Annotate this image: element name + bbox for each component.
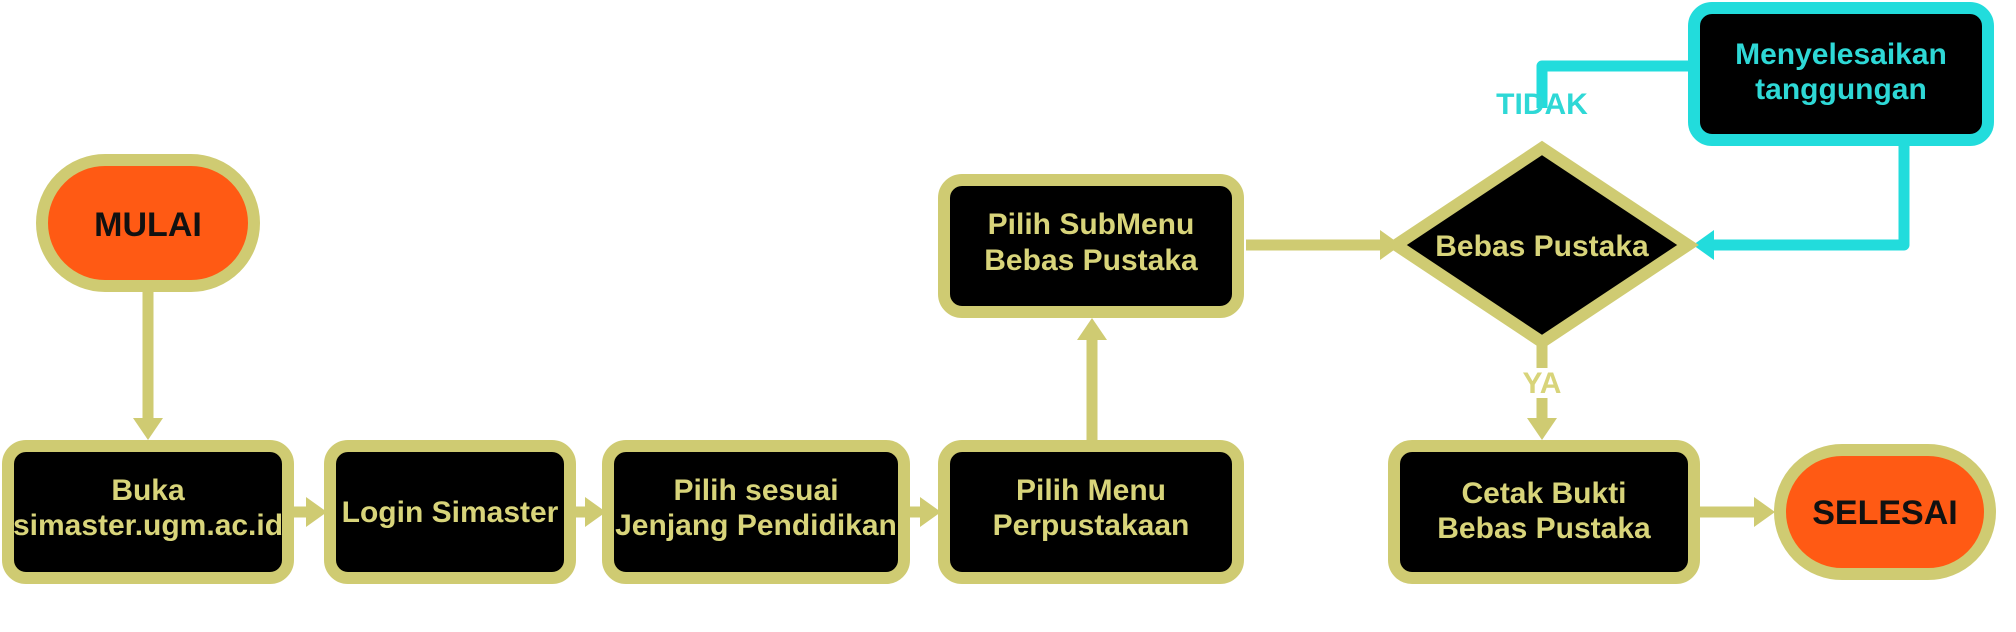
arrowhead-login-to-level [585, 497, 606, 527]
choose-level-line2: Jenjang Pendidikan [615, 509, 897, 542]
arrowhead-open-to-login [306, 497, 327, 527]
decision-label: Bebas Pustaka [1435, 230, 1649, 263]
open-site-line1: Buka [111, 474, 185, 507]
arrowhead-start-to-open [133, 418, 163, 440]
arrowhead-level-to-menu [920, 497, 941, 527]
node-choose-level: Pilih sesuai Jenjang Pendidikan [602, 440, 910, 584]
arrowhead-menu-to-submenu [1077, 318, 1107, 340]
connector-settle-to-decision [1714, 140, 1910, 251]
open-site-line2: simaster.ugm.ac.id [13, 509, 283, 542]
decision-diamond: Bebas Pustaka [1385, 140, 1699, 350]
end-label: SELESAI [1812, 494, 1957, 532]
loop-connectors [1536, 60, 1910, 260]
arrowhead-decision-to-print [1527, 418, 1557, 440]
arrowhead-print-to-end [1754, 497, 1775, 527]
connector-decision-to-settle [1536, 60, 1694, 108]
choose-menu-line2: Perpustakaan [993, 509, 1190, 542]
choose-menu-line1: Pilih Menu [1016, 474, 1166, 507]
node-settle: Menyelesaikan tanggungan [1688, 2, 1994, 146]
end-terminal: SELESAI [1774, 444, 1996, 580]
arrowhead-settle-to-decision [1693, 230, 1714, 260]
edge-label-yes: YA [1523, 367, 1562, 400]
node-choose-menu: Pilih Menu Perpustakaan [938, 440, 1244, 584]
node-login: Login Simaster [324, 440, 576, 584]
node-open-site: Buka simaster.ugm.ac.id [2, 440, 294, 584]
choose-submenu-line1: Pilih SubMenu [988, 208, 1195, 241]
edge-label-no: TIDAK [1496, 88, 1588, 121]
start-label: MULAI [94, 206, 202, 244]
settle-line1: Menyelesaikan [1735, 38, 1947, 71]
print-line2: Bebas Pustaka [1437, 512, 1651, 545]
settle-line2: tanggungan [1755, 73, 1927, 106]
node-choose-submenu: Pilih SubMenu Bebas Pustaka [938, 174, 1244, 318]
choose-level-line1: Pilih sesuai [673, 474, 838, 507]
start-terminal: MULAI [36, 154, 260, 292]
print-line1: Cetak Bukti [1461, 477, 1626, 510]
choose-submenu-line2: Bebas Pustaka [984, 244, 1198, 277]
login-label: Login Simaster [342, 496, 559, 529]
node-print: Cetak Bukti Bebas Pustaka [1388, 440, 1700, 584]
